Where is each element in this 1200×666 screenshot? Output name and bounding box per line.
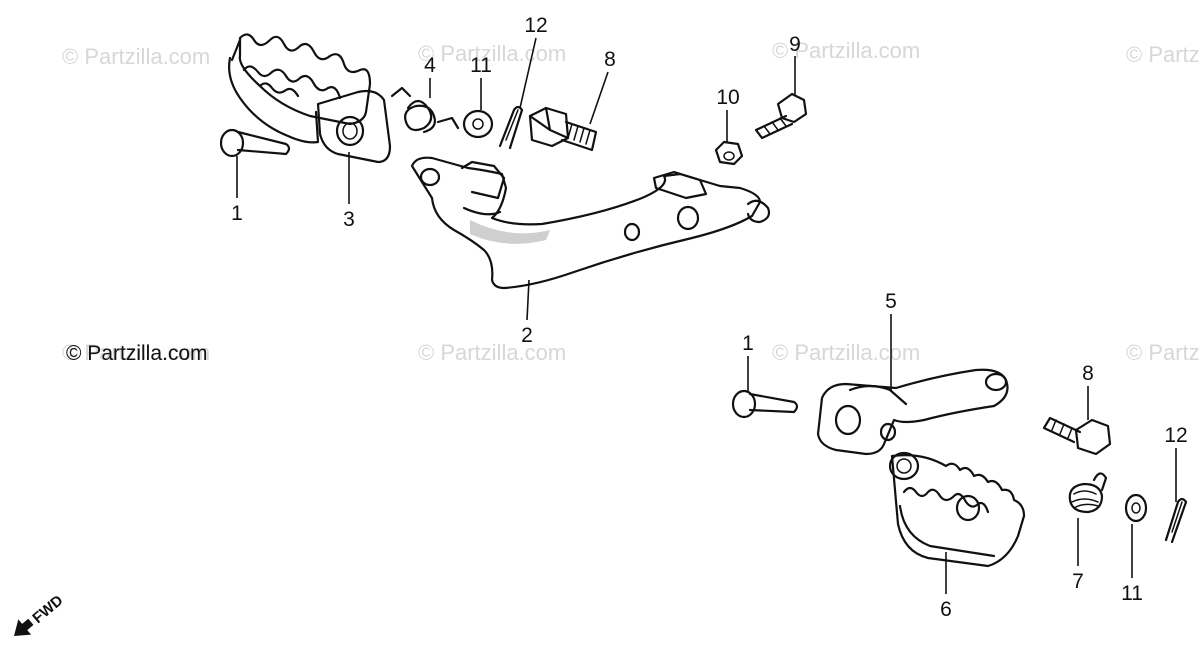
callout-number: 2 xyxy=(521,324,533,347)
nut xyxy=(714,140,744,166)
callout: 8 xyxy=(1082,362,1094,420)
watermark: © Partzilla.com xyxy=(1126,340,1200,365)
watermark: © Partzilla.com xyxy=(772,38,920,63)
callout: 10 xyxy=(716,86,740,142)
callout: 6 xyxy=(940,552,952,621)
lower-footpeg xyxy=(888,451,1026,568)
callout: 2 xyxy=(521,279,533,347)
callout-number: 4 xyxy=(424,54,436,77)
callout-number: 10 xyxy=(716,86,739,109)
callout-number: 7 xyxy=(1072,570,1084,593)
callout-number: 11 xyxy=(470,54,492,77)
callout-number: 8 xyxy=(604,48,616,71)
callout: 9 xyxy=(789,33,801,96)
callout-number: 12 xyxy=(1164,424,1187,447)
callout: 8 xyxy=(589,48,616,125)
callout: 12 xyxy=(519,14,548,109)
callout: 7 xyxy=(1072,518,1084,593)
callout-number: 11 xyxy=(1121,582,1143,605)
forward-label: FWD xyxy=(29,592,66,627)
callout-number: 5 xyxy=(885,290,897,313)
clevis-pin-lower xyxy=(731,389,799,419)
spring-lower xyxy=(1068,472,1108,514)
bolt-9 xyxy=(754,92,808,140)
watermark: © Partzilla.com xyxy=(418,41,566,66)
forward-arrow: FWD xyxy=(14,592,67,636)
callout: 11 xyxy=(1121,524,1143,605)
watermark: © Partzilla.com xyxy=(62,44,210,69)
callout: 4 xyxy=(424,54,436,98)
callout: 11 xyxy=(470,54,492,110)
watermark: © Partzilla.com xyxy=(418,340,566,365)
washer-lower xyxy=(1124,493,1148,523)
bolt-lower xyxy=(1042,416,1112,456)
callout: 3 xyxy=(343,152,355,231)
callout: 1 xyxy=(742,332,754,392)
watermark: © Partzilla.com xyxy=(772,340,920,365)
callout-number: 12 xyxy=(524,14,547,37)
callout-number: 8 xyxy=(1082,362,1094,385)
callout: 1 xyxy=(231,156,243,225)
footpeg-bracket xyxy=(410,156,771,290)
callout: 5 xyxy=(885,290,897,392)
callout-number: 6 xyxy=(940,598,952,621)
cotter-pin-upper xyxy=(498,105,524,150)
watermark: © Partzilla.com xyxy=(62,340,210,365)
copyright-text: © Partzilla.com xyxy=(66,342,208,365)
clevis-pin-upper xyxy=(219,128,291,158)
spring-upper xyxy=(390,86,460,134)
callout: 12 xyxy=(1164,424,1188,502)
bolt-upper xyxy=(528,106,598,152)
callout-number: 1 xyxy=(742,332,754,355)
callout-number: 9 xyxy=(789,33,801,56)
cotter-pin-lower xyxy=(1164,497,1188,544)
watermark: © Partzilla.com xyxy=(1126,42,1200,67)
lower-bracket xyxy=(816,368,1009,456)
washer-upper xyxy=(462,109,494,139)
upper-footpeg xyxy=(228,33,392,164)
callout-number: 3 xyxy=(343,208,355,231)
callout-number: 1 xyxy=(231,202,243,225)
